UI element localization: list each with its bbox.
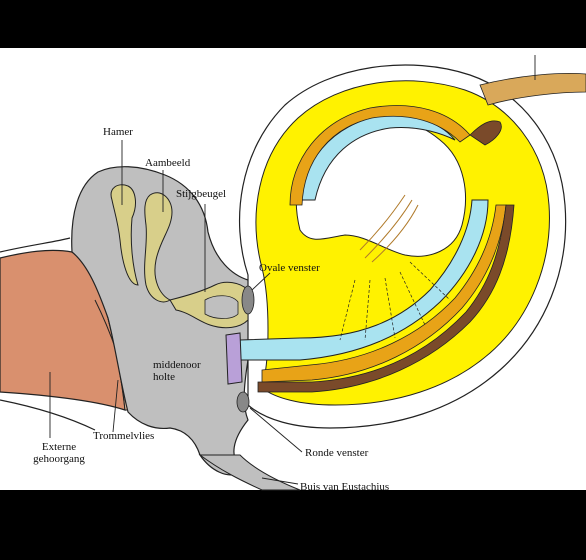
outer-contour-upper	[0, 237, 71, 253]
oval-window-membrane	[241, 285, 255, 315]
label-ronde-venster: Ronde venster	[305, 447, 369, 459]
label-hamer: Hamer	[103, 126, 133, 138]
eustachian-tube	[198, 454, 301, 491]
label-aambeeld: Aambeeld	[145, 157, 191, 169]
spiral-tissue-upper	[469, 120, 502, 146]
leader-lines	[49, 55, 536, 485]
outer-contour-lower	[0, 399, 96, 431]
middle-ear-bone	[71, 166, 260, 476]
label-stijgbeugel: Stijgbeugel	[176, 188, 227, 200]
scala-media-lower	[239, 199, 489, 361]
stirrup-opening	[204, 295, 239, 319]
round-window	[225, 332, 243, 385]
label-middenoor-holte: middenoor holte	[153, 359, 201, 384]
label-buis-van-eustachius: Buis van Eustachius	[300, 481, 390, 493]
label-trommelvlies: Trommelvlies	[93, 430, 155, 442]
round-window-membrane	[236, 391, 250, 413]
label-ovale-venster: Ovale venster	[259, 262, 320, 274]
label-externe-gehoorgang: Externe gehoorgang	[33, 441, 85, 466]
hammer-bone	[110, 184, 139, 286]
cochlear-nerve	[339, 73, 586, 341]
spiral-tissue-lower	[257, 204, 515, 393]
